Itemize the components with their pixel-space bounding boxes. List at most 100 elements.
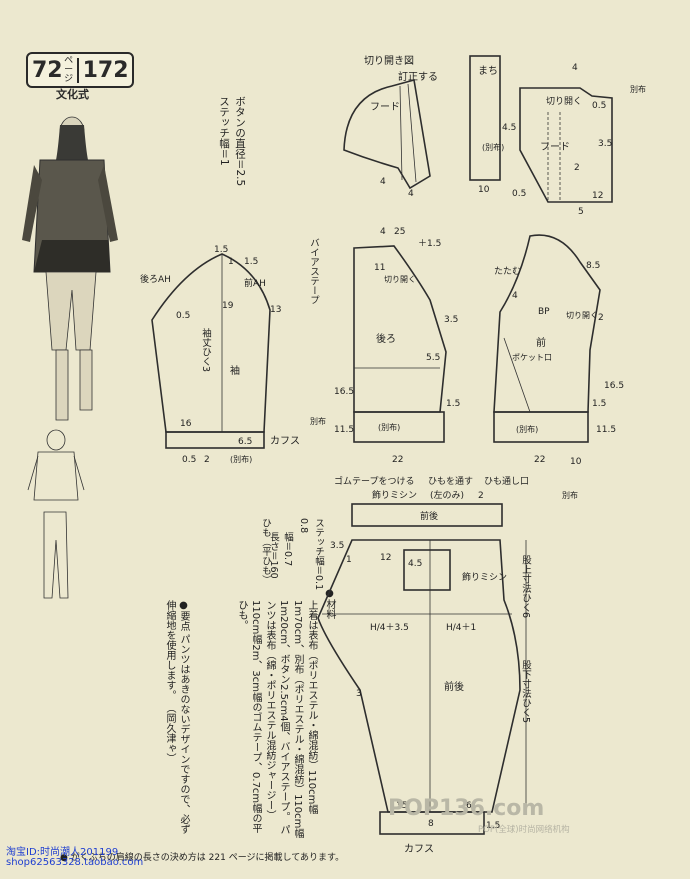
back-bodice: 後ろ 切り開く 4 25 ＋1.5 11 3.5 5.5 16.5 11.5 2… <box>310 227 460 465</box>
stitch-width-note-2: ステッチ幅＝0.1 0.8 <box>298 518 324 591</box>
inseam-label: 股下寸法ひく5 <box>520 660 531 724</box>
model-illustration <box>22 116 118 421</box>
front-separate: (別布) <box>516 424 538 434</box>
gusset-label: まち <box>478 65 498 77</box>
m45c: 4.5 <box>408 559 422 569</box>
hood-label: フード <box>370 102 400 113</box>
point-text: ●要点 パンツはあきのないデザインですので、必ず伸縮地を使用します。 （岡久津ゃ… <box>138 600 190 840</box>
front-label: 前 <box>536 336 546 349</box>
back-ah-label: 後ろAH <box>140 273 171 285</box>
footer-note: ● がくぶちの肩線の長さの決め方は 221 ページに掲載してあります。 <box>60 853 345 863</box>
h4-a: H/4＋3.5 <box>370 622 409 633</box>
m4-top: 4 <box>572 63 578 73</box>
m13: 13 <box>270 305 281 315</box>
materials-block: ●材料 <box>322 588 336 828</box>
deco-stitch-label: 飾りミシン <box>372 489 417 501</box>
m12: 12 <box>592 191 603 201</box>
sleeve-length-label: 袖丈ひく3 <box>200 328 211 373</box>
pattern-number-badge: 72 ページ 172 <box>26 52 134 88</box>
separate-3: 別布 <box>310 416 326 426</box>
m3: 3 <box>356 689 362 699</box>
gusset-separate: (別布) <box>482 142 504 152</box>
m15a: 1.5 <box>214 245 228 255</box>
m25: 25 <box>394 227 405 237</box>
m05c: 0.5 <box>176 311 190 321</box>
m35c: 3.5 <box>330 541 344 551</box>
pocket-label: ポケット口 <box>512 353 552 362</box>
front-back-label: 前後 <box>444 680 464 693</box>
page-word: ページ <box>64 55 74 84</box>
m4a: 4 <box>380 177 386 187</box>
m05-sleeve: 0.5 <box>182 455 196 465</box>
watermark-text: POP136.com <box>388 796 545 821</box>
point-heading: ●要点 <box>178 600 189 631</box>
tie-width-note: 幅＝0.7 <box>282 532 293 567</box>
materials-pants: パンツは表布（綿・ポリエステル混紡ジャージー）110cm幅2m、3cm幅のゴムテ… <box>236 600 289 835</box>
shop-url: shop62563328.taobao.com <box>6 857 144 868</box>
h4-b: H/4＋1 <box>446 622 476 633</box>
m65: 6.5 <box>238 437 252 447</box>
m12b: 12 <box>380 553 391 563</box>
watermark-sub: POP(全球)时尚网络机构 <box>478 825 570 835</box>
shop-id: 淘宝ID:时尚潮人201199 <box>6 847 119 858</box>
m15f: 15 <box>396 801 407 811</box>
m15e: 1.5 <box>592 399 606 409</box>
cut-open-3: 切り開く <box>566 311 598 320</box>
cut-open-2: 切り開く <box>384 275 416 284</box>
left-only-label: (左のみ) <box>430 489 464 501</box>
cuffs-label: カフス <box>270 435 300 447</box>
m2b: 2 <box>204 455 210 465</box>
front-ah-label: 前AH <box>244 277 266 289</box>
m35b: 3.5 <box>444 315 458 325</box>
pattern-number: 172 <box>76 57 129 83</box>
hood-separate: 切り開く フード 4 0.5 4.5 3.5 2 0.5 12 5 別布 <box>502 63 646 217</box>
m15b: 1.5 <box>244 257 258 267</box>
m55: 5.5 <box>426 353 440 363</box>
tie-length-note: 長さ＝160 <box>268 532 279 579</box>
m05a: 0.5 <box>592 101 606 111</box>
m8: 8 <box>428 819 434 829</box>
m15c: ＋1.5 <box>418 238 441 249</box>
separate-label: 別布 <box>630 84 646 94</box>
m35a: 3.5 <box>598 139 612 149</box>
m2c: 2 <box>598 313 604 323</box>
m4b: 4 <box>512 291 518 301</box>
page-number: 72 <box>32 57 63 83</box>
front-bodice: 前 BP たたむ ポケット口 切り開く 8.5 2 4 16.5 1.5 11.… <box>493 234 624 500</box>
m4b-hood: 4 <box>408 189 414 199</box>
m1b: 1 <box>228 257 234 267</box>
point-body: パンツはあきのないデザインですので、必ず伸縮地を使用します。 <box>164 600 189 835</box>
back-separate: (別布) <box>378 422 400 432</box>
pants-piece: ゴムテープをつける ひもを通す ひも通し口 飾りミシン (左のみ) 前後 飾りミ… <box>317 475 529 855</box>
bias-label: バイアステープ <box>308 238 319 305</box>
fold-label: たたむ <box>494 266 521 277</box>
stitch-width-note: ステッチ幅＝1 <box>218 96 230 166</box>
m45: 4.5 <box>502 123 516 133</box>
bp-label: BP <box>538 307 550 317</box>
back-label: 後ろ <box>376 332 396 345</box>
m165b: 16.5 <box>604 381 624 391</box>
m10b: 10 <box>570 457 582 467</box>
m165: 16.5 <box>334 387 354 397</box>
sleeve-label: 袖 <box>230 364 240 377</box>
tie-hole-label: ひも通し口 <box>484 476 529 487</box>
m15d: 1.5 <box>446 399 460 409</box>
tie-through-label: ひもを通す <box>428 476 473 487</box>
flat-sketch <box>27 429 85 599</box>
sleeve-piece: 後ろAH 前AH 袖 カフス 1.5 1 1.5 19 13 0.5 16 6.… <box>140 245 300 465</box>
m5: 5 <box>578 207 584 217</box>
m115: 11.5 <box>334 425 354 435</box>
m10: 10 <box>478 185 490 195</box>
m115b: 11.5 <box>596 425 616 435</box>
m1c: 1 <box>346 555 352 565</box>
materials-text: 上着は表布（ポリエステル・綿混紡）110cm幅1m70cm、別布（ポリエステル・… <box>194 600 318 840</box>
m05b: 0.5 <box>512 189 526 199</box>
m11: 11 <box>374 263 385 273</box>
cut-open-label: 切り開く <box>546 96 582 107</box>
outseam-label: 股上寸法ひく6 <box>520 555 531 619</box>
gusset-piece: まち (別布) 10 <box>469 55 504 195</box>
m22b: 22 <box>534 455 545 465</box>
button-diameter-note: ボタンの直径＝2.5 <box>234 96 246 187</box>
